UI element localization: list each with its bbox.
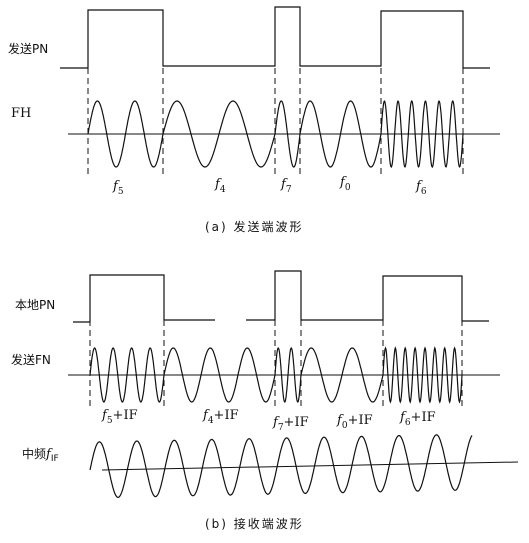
fh-segment-1 <box>162 100 276 168</box>
fh-waveform <box>87 99 464 169</box>
local-pn-waveform-part2 <box>246 270 489 322</box>
fh-segment-4 <box>380 99 464 169</box>
freq-label-f6-if: f6+IF <box>399 410 436 428</box>
send-fn-label: 发送FN <box>11 352 51 367</box>
panel-a: 发送PN FH f5 f4 f7 f0 f6 (a) 发送端波形 <box>8 6 500 234</box>
fh-label: FH <box>11 106 31 121</box>
fh-segment-2 <box>274 100 301 168</box>
fn-waveform <box>89 346 463 404</box>
fh-segment-3 <box>299 100 382 168</box>
freq-label-f6: f6 <box>415 179 427 197</box>
freq-label-f7: f7 <box>280 177 292 195</box>
local-pn-waveform-part1 <box>73 274 215 323</box>
freq-label-f5-if: f5+IF <box>101 408 138 426</box>
caption-b: (b) 接收端波形 <box>205 516 304 531</box>
if-axis <box>101 461 519 471</box>
fn-segment-4 <box>382 346 463 404</box>
if-label: 中频fIF <box>22 446 59 464</box>
freq-labels-b: f5+IF f4+IF f7+IF f0+IF f6+IF <box>101 408 436 433</box>
hop-boundaries-b <box>89 320 463 410</box>
fn-segment-0 <box>89 347 165 403</box>
freq-label-f5: f5 <box>112 179 124 197</box>
send-pn-waveform <box>60 6 490 69</box>
fn-segment-3 <box>300 347 384 403</box>
local-pn-label: 本地PN <box>15 298 55 312</box>
if-waveform <box>89 434 473 499</box>
hop-boundaries-a <box>87 68 464 178</box>
freq-label-f7-if: f7+IF <box>272 415 309 433</box>
caption-a: (a) 发送端波形 <box>205 219 304 234</box>
send-pn-label: 发送PN <box>8 41 48 56</box>
freq-labels-a: f5 f4 f7 f0 f6 <box>112 175 427 197</box>
panel-b: 本地PN 发送FN f5+IF f4+IF f7+IF f0+IF f6+IF … <box>11 270 519 531</box>
freq-label-f0: f0 <box>339 175 351 193</box>
fh-segment-0 <box>87 100 164 168</box>
fn-segment-1 <box>163 347 276 403</box>
freq-label-f0-if: f0+IF <box>336 413 373 431</box>
freq-label-f4: f4 <box>214 177 226 195</box>
fn-segment-2 <box>274 347 302 403</box>
freq-label-f4-if: f4+IF <box>202 408 239 426</box>
